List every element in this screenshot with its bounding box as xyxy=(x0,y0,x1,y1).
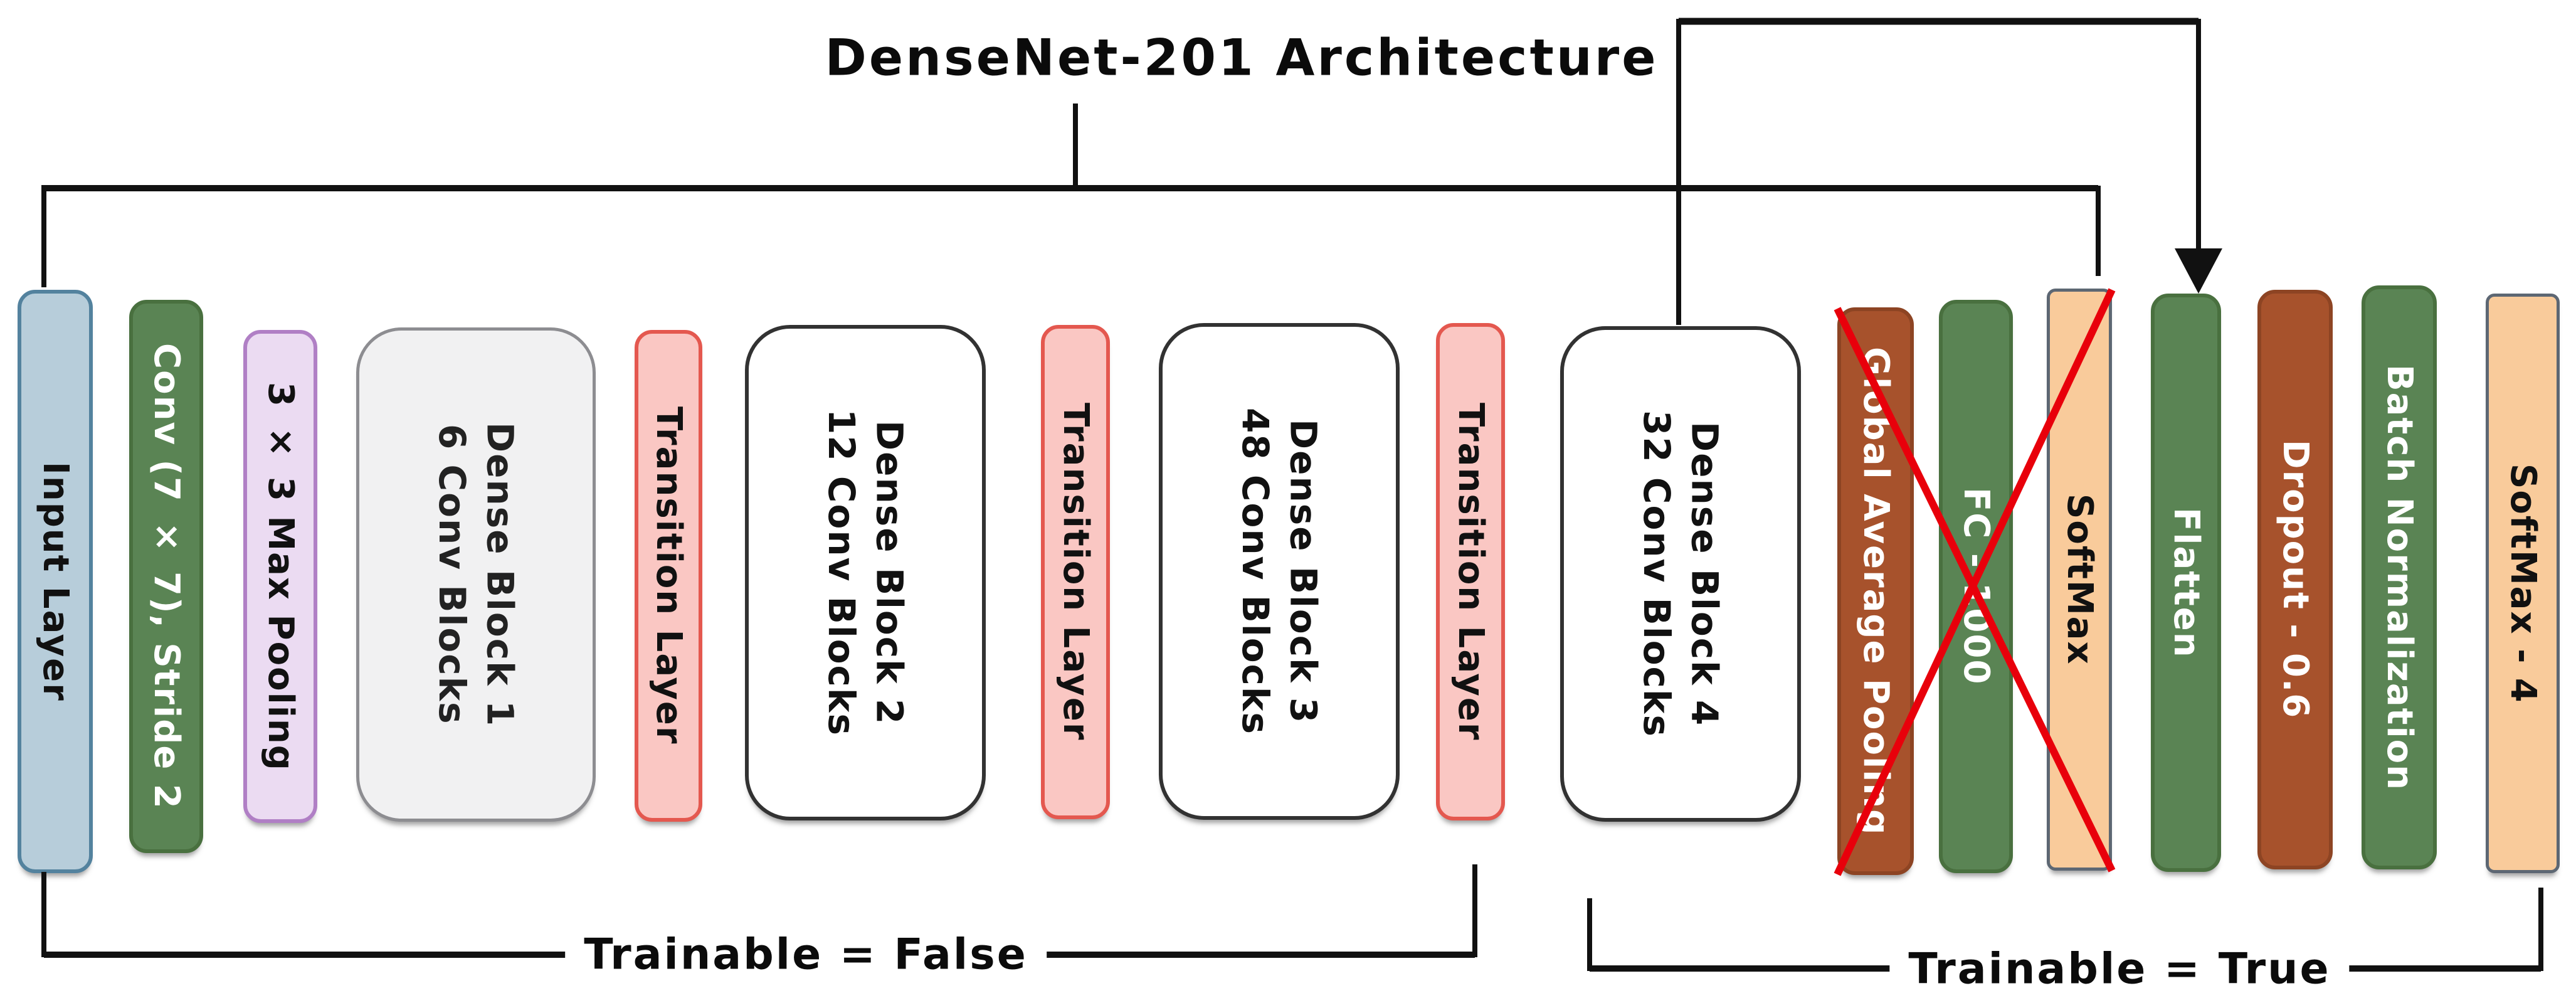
layer-dropout-0-6: Dropout - 0.6 xyxy=(2257,290,2333,869)
layer-label: 3 × 3 Max Pooling xyxy=(260,381,302,772)
layer-3x3-max-pooling: 3 × 3 Max Pooling xyxy=(243,330,317,823)
layer-global-average-pooling: Global Average Pooling xyxy=(1837,307,1914,875)
layer-label-line1: Dense Block 4 xyxy=(1683,421,1726,727)
layer-fc-1000: FC - 1000 xyxy=(1939,300,2013,873)
layer-label-line2: 6 Conv Blocks xyxy=(431,424,473,725)
layer-label-line2: 12 Conv Blocks xyxy=(820,408,863,737)
layer-label: Dropout - 0.6 xyxy=(2275,440,2316,719)
layer-label: Flatten xyxy=(2166,507,2207,659)
trainable-true-label: Trainable = True xyxy=(1889,944,2350,994)
layer-label: Transition Layer xyxy=(1055,403,1097,741)
layer-label: SoftMax - 4 xyxy=(2503,463,2544,704)
layer-label-line1: Dense Block 1 xyxy=(478,422,522,728)
layer-label: SoftMax xyxy=(2059,494,2101,666)
layer-transition-1: Transition Layer xyxy=(635,330,702,822)
layer-label-line1: Dense Block 2 xyxy=(868,420,911,726)
layer-flatten: Flatten xyxy=(2151,294,2221,872)
layer-input: Input Layer xyxy=(18,290,93,873)
layer-label: Conv (7 × 7), Stride 2 xyxy=(146,343,187,810)
layer-label-line1: Dense Block 3 xyxy=(1282,418,1325,724)
layer-label: FC - 1000 xyxy=(1956,487,1997,686)
layer-conv-7x7-stride-2: Conv (7 × 7), Stride 2 xyxy=(129,300,203,853)
layer-label: Batch Normalization xyxy=(2379,364,2420,791)
layer-label-line2: 48 Conv Blocks xyxy=(1234,407,1277,736)
trainable-false-label: Trainable = False xyxy=(565,930,1047,980)
layer-batch-normalization: Batch Normalization xyxy=(2362,285,2437,869)
layer-softmax-4: SoftMax - 4 xyxy=(2486,294,2560,873)
layer-label: Transition Layer xyxy=(648,406,690,745)
arrow-down-icon xyxy=(2175,248,2222,294)
layer-label: Transition Layer xyxy=(1450,402,1492,741)
layer-transition-3: Transition Layer xyxy=(1436,323,1505,820)
layer-label: Global Average Pooling xyxy=(1855,346,1897,836)
layer-label-line2: 32 Conv Blocks xyxy=(1635,410,1678,738)
layer-softmax-removed: SoftMax xyxy=(2047,289,2112,871)
layer-label: Input Layer xyxy=(35,461,77,702)
layer-transition-2: Transition Layer xyxy=(1041,325,1110,819)
diagram-title: DenseNet-201 Architecture xyxy=(825,28,1659,87)
